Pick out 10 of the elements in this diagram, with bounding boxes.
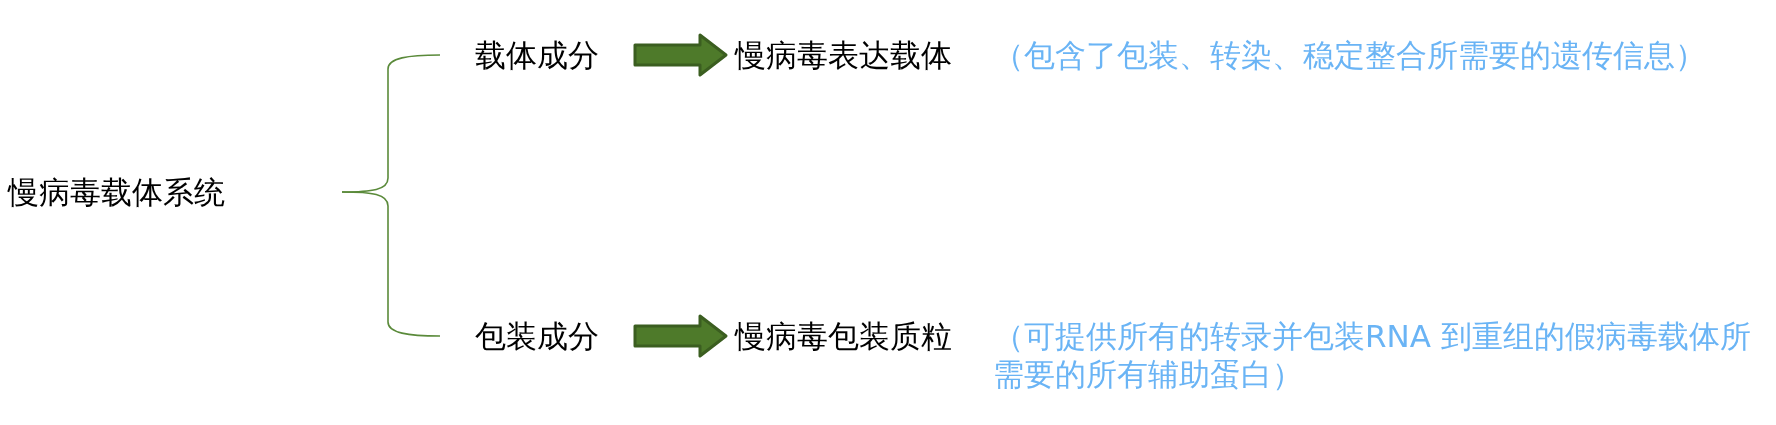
component-label: 包装成分	[440, 317, 634, 355]
arrow	[633, 314, 728, 358]
topic-label: 慢病毒载体系统	[8, 173, 342, 211]
component-label: 慢病毒表达载体	[727, 36, 989, 74]
note-text: （包含了包装、转染、稳定整合所需要的遗传信息）	[993, 36, 1707, 74]
arrow	[633, 33, 728, 77]
note-text: （可提供所有的转录并包装RNA 到重组的假病毒载体所需要的所有辅助蛋白）	[993, 317, 1752, 393]
component-label: 慢病毒包装质粒	[727, 317, 989, 355]
component-label: 载体成分	[440, 36, 634, 74]
brace-line	[341, 191, 441, 337]
